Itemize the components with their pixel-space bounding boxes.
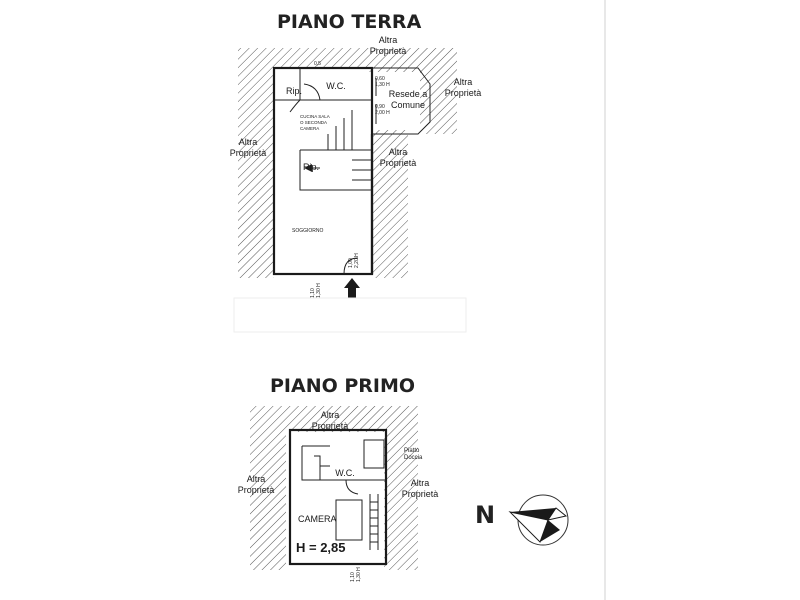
rip-label-top: Rip. [286, 86, 302, 96]
entrance-arrow-icon [344, 278, 360, 298]
svg-text:0,601,30 H: 0,601,30 H [375, 76, 390, 88]
svg-text:1,101,30 H: 1,101,30 H [350, 567, 362, 582]
common-area-outline [372, 67, 431, 135]
svg-text:0,902,00 H: 0,902,00 H [375, 104, 390, 116]
hatched-wall-far-right [420, 48, 457, 134]
ground-floor-title: PIANO TERRA [277, 11, 422, 33]
wc-label-first: W.C. [335, 468, 355, 478]
hatched-wall-top [270, 48, 376, 68]
masked-area [233, 297, 467, 333]
staircase-first-floor [369, 494, 379, 550]
entrance-door [343, 257, 359, 275]
shower-tray [363, 439, 385, 469]
wc-label: W.C. [326, 81, 346, 91]
svg-text:1,101,30 H: 1,101,30 H [310, 283, 322, 298]
first-floor-outline [288, 428, 388, 566]
door-swing-bath [345, 479, 359, 495]
bedroom-label: CAMERA [298, 514, 337, 524]
ground-floor-plan: PIANO TERRA [230, 11, 482, 333]
rip-label-mid: Rip. [303, 162, 319, 172]
svg-text:1,002,20 H: 1,002,20 H [348, 253, 360, 268]
hatched-wall-left [238, 48, 274, 278]
staircase [299, 110, 372, 191]
compass: N [475, 494, 569, 546]
dim-top: 0,5 [314, 61, 321, 67]
north-label: N [475, 501, 495, 529]
hatched-wall-right [372, 130, 408, 278]
ceiling-height: H = 2,85 [296, 540, 346, 555]
bed-icon [335, 499, 363, 541]
living-label: SOGGIORNO [292, 228, 324, 234]
first-floor-title: PIANO PRIMO [270, 375, 415, 397]
ground-floor-outline [272, 66, 374, 276]
compass-needle-icon [510, 508, 556, 520]
bathroom-partition [301, 446, 386, 481]
door-swing-wc [303, 83, 321, 101]
